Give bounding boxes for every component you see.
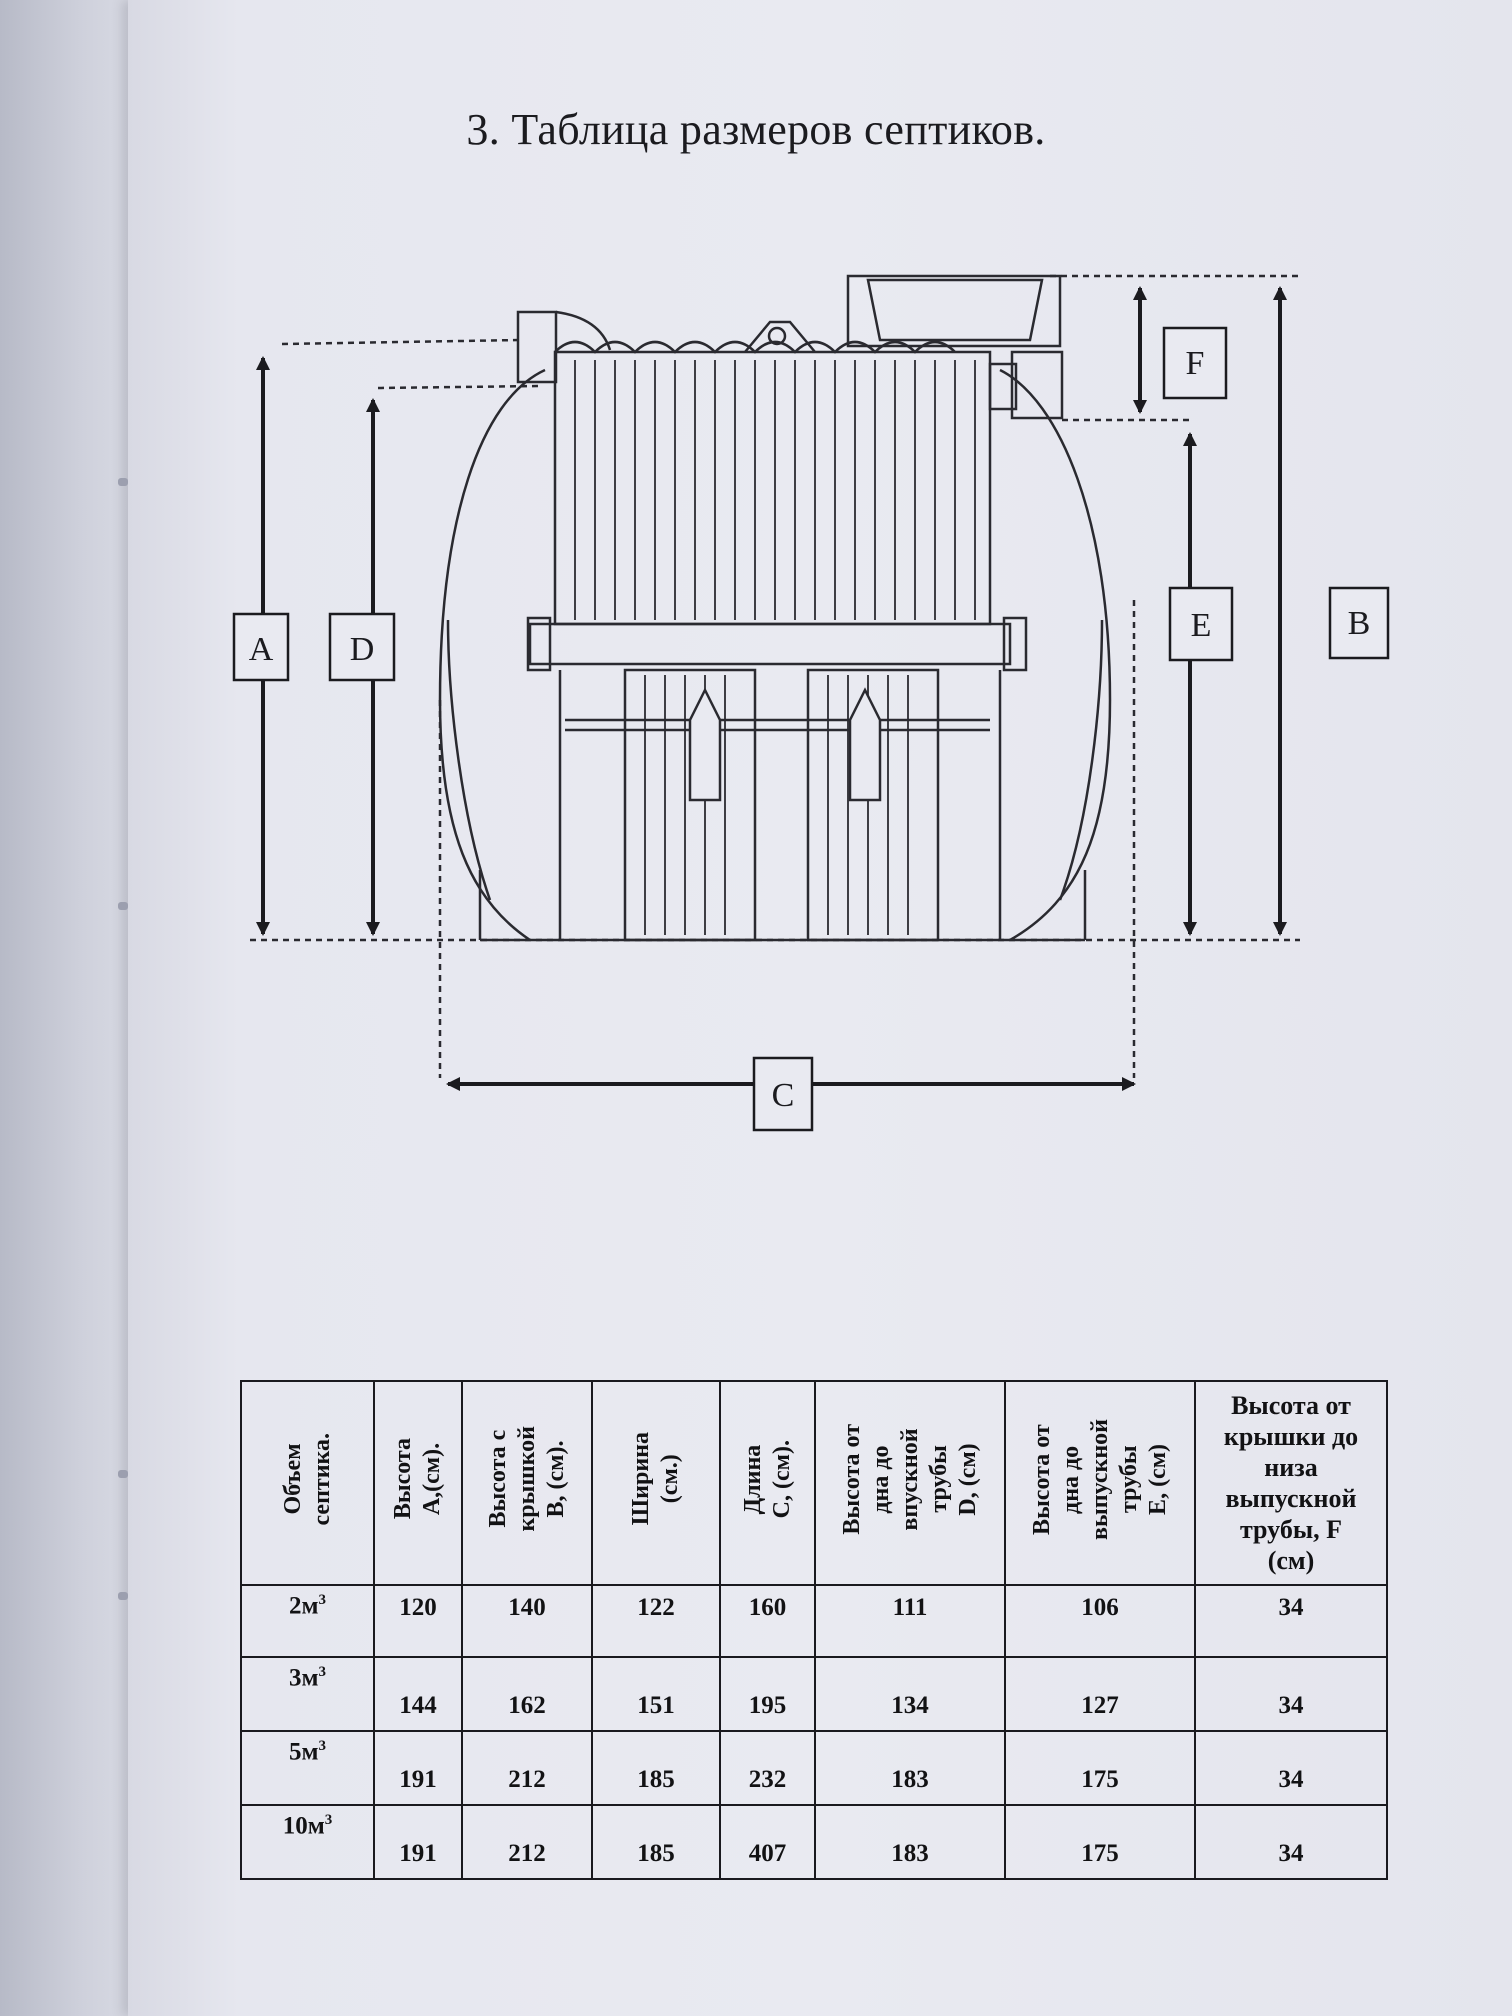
table-cell: 144 [373,1656,463,1732]
table-cell: 183 [814,1804,1006,1880]
svg-text:A: A [249,631,274,668]
table-cell: 212 [461,1804,593,1880]
dimension-label-e: E [1168,586,1234,662]
dimension-label-f: F [1162,326,1228,400]
table-cell: 34 [1194,1730,1388,1806]
table-cell: 185 [591,1804,721,1880]
table-cell: 151 [591,1656,721,1732]
table-cell: 120 [373,1584,463,1658]
binding-hole [118,478,128,486]
table-row: 3м3 144 162 151 195 134 127 34 [240,1656,1388,1732]
septic-tank-diagram: A D F E B C [232,274,1390,1132]
table-cell: 407 [719,1804,816,1880]
table-cell: 191 [373,1730,463,1806]
header-length-c: Длина С, (см). [719,1380,816,1586]
svg-text:D: D [350,631,375,668]
extension-lines [250,274,1300,1078]
svg-text:B: B [1348,605,1371,642]
volume-cell: 5м3 [240,1730,375,1806]
page-title: 3. Таблица размеров септиков. [466,105,1046,154]
volume-cell: 2м3 [240,1584,375,1658]
table-row: 2м3 120 140 122 160 111 106 34 [240,1584,1388,1658]
desk-background [0,0,140,2016]
table-cell: 111 [814,1584,1006,1658]
table-header-row: Объем септика. Высота А,(см). Высота с к… [240,1380,1388,1586]
dimension-label-b: B [1328,586,1390,660]
table-cell: 195 [719,1656,816,1732]
volume-cell: 10м3 [240,1804,375,1880]
table-cell: 212 [461,1730,593,1806]
table-cell: 122 [591,1584,721,1658]
svg-text:F: F [1186,345,1205,382]
header-width: Ширина (см.) [591,1380,721,1586]
header-lid-f: Высота от крышки до низа выпускной трубы… [1194,1380,1388,1586]
table-row: 5м3 191 212 185 232 183 175 34 [240,1730,1388,1806]
header-outlet-e: Высота от дна до выпускной трубы E, (см) [1004,1380,1196,1586]
svg-text:E: E [1191,607,1212,644]
table-cell: 175 [1004,1804,1196,1880]
dimension-label-d: D [328,612,396,682]
table-cell: 134 [814,1656,1006,1732]
table-cell: 162 [461,1656,593,1732]
binding-hole [118,1470,128,1478]
table-cell: 191 [373,1804,463,1880]
table-cell: 34 [1194,1804,1388,1880]
volume-cell: 3м3 [240,1656,375,1732]
header-height-b: Высота с крышкой В, (см). [461,1380,593,1586]
table-cell: 106 [1004,1584,1196,1658]
header-volume: Объем септика. [240,1380,375,1586]
svg-text:C: C [772,1077,795,1114]
table-cell: 140 [461,1584,593,1658]
table-cell: 232 [719,1730,816,1806]
table-cell: 34 [1194,1584,1388,1658]
table-cell: 34 [1194,1656,1388,1732]
dimension-label-c: C [752,1056,814,1132]
table-row: 10м3 191 212 185 407 183 175 34 [240,1804,1388,1880]
table-cell: 127 [1004,1656,1196,1732]
table-cell: 175 [1004,1730,1196,1806]
table-cell: 160 [719,1584,816,1658]
header-height-a: Высота А,(см). [373,1380,463,1586]
tank-outline [438,274,1112,942]
dimension-lines [256,286,1287,1091]
dimension-label-a: A [232,612,290,682]
binding-hole [118,902,128,910]
dimensions-table: Объем септика. Высота А,(см). Высота с к… [240,1380,1388,1880]
binding-hole [118,1592,128,1600]
table-cell: 185 [591,1730,721,1806]
table-cell: 183 [814,1730,1006,1806]
header-inlet-d: Высота от дна до впускной трубы D, (см) [814,1380,1006,1586]
